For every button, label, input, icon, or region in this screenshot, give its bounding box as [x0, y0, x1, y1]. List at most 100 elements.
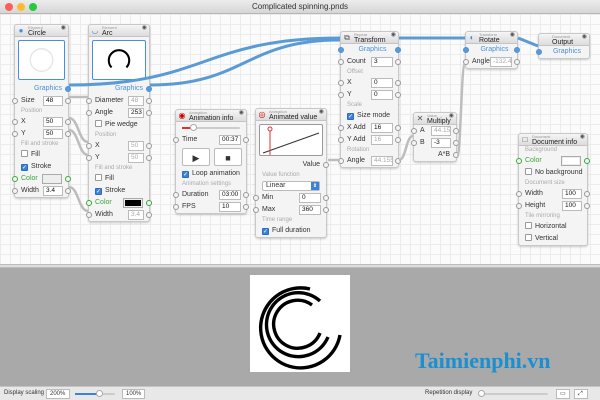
- input-port[interactable]: [12, 98, 18, 104]
- output-port[interactable]: [146, 200, 152, 206]
- output-port[interactable]: [395, 158, 401, 164]
- eye-icon[interactable]: ◉: [448, 113, 454, 119]
- checkbox[interactable]: ✓: [182, 171, 189, 178]
- input-port[interactable]: [338, 158, 344, 164]
- value-input[interactable]: 100: [562, 189, 582, 199]
- eye-icon[interactable]: ◉: [581, 34, 587, 40]
- input-port[interactable]: [12, 119, 18, 125]
- split-divider[interactable]: [0, 264, 600, 268]
- output-port[interactable]: [146, 110, 152, 116]
- output-port[interactable]: [395, 125, 401, 131]
- output-port[interactable]: [514, 59, 520, 65]
- value-input[interactable]: 44.155: [431, 126, 451, 136]
- time-slider[interactable]: [176, 122, 246, 134]
- checkbox-loop-animation[interactable]: ✓Loop animation: [176, 168, 246, 180]
- color-swatch[interactable]: [123, 198, 143, 208]
- input-port[interactable]: [86, 155, 92, 161]
- input-port[interactable]: [86, 200, 92, 206]
- color-swatch[interactable]: [42, 174, 62, 184]
- checkbox[interactable]: [95, 174, 102, 181]
- output-port[interactable]: [453, 128, 459, 134]
- output-port[interactable]: [323, 207, 329, 213]
- input-port[interactable]: [516, 158, 522, 164]
- repetition-display-slider[interactable]: [478, 390, 548, 397]
- value-input[interactable]: 3.4: [43, 186, 63, 196]
- value-input[interactable]: 44.1553: [371, 156, 393, 166]
- checkbox-horizontal[interactable]: Horizontal: [519, 221, 587, 233]
- output-port[interactable]: [323, 195, 329, 201]
- checkbox[interactable]: ✓: [95, 188, 102, 195]
- output-port[interactable]: [65, 188, 71, 194]
- checkbox-size-mode[interactable]: ✓Size mode: [341, 110, 398, 122]
- output-port[interactable]: [453, 140, 459, 146]
- play-button[interactable]: ▶: [182, 148, 210, 166]
- checkbox[interactable]: [21, 150, 28, 157]
- input-port[interactable]: [338, 47, 344, 53]
- input-port[interactable]: [12, 188, 18, 194]
- input-port[interactable]: [12, 176, 18, 182]
- output-port[interactable]: [584, 203, 590, 209]
- zoom-window-button[interactable]: [29, 3, 37, 11]
- eye-icon[interactable]: ◉: [509, 32, 515, 38]
- value-input[interactable]: 0: [371, 78, 393, 88]
- value-input[interactable]: 50: [128, 141, 144, 151]
- color-swatch[interactable]: [561, 156, 581, 166]
- reset-scaling-button[interactable]: 100%: [122, 389, 146, 399]
- input-port[interactable]: [86, 110, 92, 116]
- slider-knob[interactable]: [190, 124, 198, 131]
- checkbox[interactable]: [95, 120, 102, 127]
- input-port[interactable]: [516, 191, 522, 197]
- close-window-button[interactable]: [5, 3, 13, 11]
- output-port[interactable]: [65, 131, 71, 137]
- input-port[interactable]: [253, 195, 259, 201]
- output-port[interactable]: [453, 152, 459, 158]
- input-port[interactable]: [12, 131, 18, 137]
- checkbox-vertical[interactable]: Vertical: [519, 233, 587, 245]
- output-port[interactable]: [146, 98, 152, 104]
- input-port[interactable]: [338, 92, 344, 98]
- output-port[interactable]: [584, 191, 590, 197]
- value-input[interactable]: 0: [299, 193, 321, 203]
- input-port[interactable]: [173, 204, 179, 210]
- input-port[interactable]: [463, 59, 469, 65]
- value-input[interactable]: 10: [219, 202, 241, 212]
- value-input[interactable]: 48: [128, 96, 144, 106]
- checkbox-fill[interactable]: Fill: [15, 149, 68, 161]
- repetition-mode-button[interactable]: ▭: [556, 389, 570, 399]
- eye-icon[interactable]: ◉: [238, 110, 244, 116]
- input-port[interactable]: [86, 143, 92, 149]
- input-port[interactable]: [173, 192, 179, 198]
- display-scaling-slider[interactable]: [75, 390, 115, 397]
- input-port[interactable]: [338, 137, 344, 143]
- checkbox[interactable]: ✓: [21, 164, 28, 171]
- checkbox[interactable]: [525, 168, 532, 175]
- value-input[interactable]: 50: [43, 117, 63, 127]
- value-input[interactable]: 03:00: [219, 190, 241, 200]
- value-input[interactable]: 3: [371, 57, 393, 67]
- eye-icon[interactable]: ◉: [318, 109, 324, 115]
- output-port[interactable]: [395, 80, 401, 86]
- checkbox-stroke[interactable]: ✓Stroke: [15, 161, 68, 173]
- input-port[interactable]: [86, 212, 92, 218]
- output-port[interactable]: [584, 158, 590, 164]
- input-port[interactable]: [411, 140, 417, 146]
- output-port[interactable]: [146, 212, 152, 218]
- eye-icon[interactable]: ◉: [579, 134, 585, 140]
- output-port[interactable]: [243, 204, 249, 210]
- checkbox[interactable]: [525, 234, 532, 241]
- value-input[interactable]: 50: [128, 153, 144, 163]
- value-input[interactable]: 100: [562, 201, 582, 211]
- output-port[interactable]: [243, 137, 249, 143]
- output-port[interactable]: [514, 47, 520, 53]
